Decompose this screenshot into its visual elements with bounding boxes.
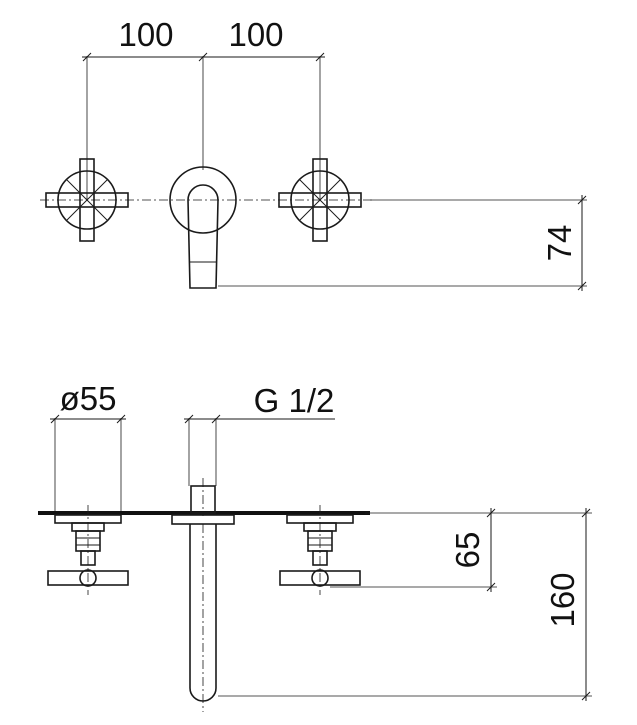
thread-dimension: G 1/2 — [184, 382, 335, 486]
dim-label-spout-depth: 160 — [544, 572, 581, 627]
side-view: ø55 G 1/2 — [38, 380, 592, 712]
front-view: 100 100 — [40, 16, 587, 291]
right-handle-side — [279, 505, 361, 595]
dim-label-rosette-diameter: ø55 — [60, 380, 117, 417]
spout-side — [171, 514, 235, 712]
dim-label-projection: 74 — [541, 225, 578, 262]
left-cross-handle — [45, 158, 129, 242]
spout-depth-dimension: 160 — [218, 508, 592, 701]
spout-connector — [190, 478, 216, 516]
dim-label-left-spacing: 100 — [118, 16, 173, 53]
dim-label-right-spacing: 100 — [228, 16, 283, 53]
projection-dimension: 74 — [218, 195, 587, 291]
handle-depth-dimension: 65 — [330, 508, 497, 592]
dim-label-handle-depth: 65 — [449, 532, 486, 569]
rosette-diameter-dimension: ø55 — [50, 380, 126, 512]
top-spacing-dimension: 100 100 — [82, 16, 325, 200]
spout-front — [169, 166, 237, 289]
left-handle-side — [47, 505, 129, 595]
right-cross-handle — [278, 158, 362, 242]
dim-label-thread: G 1/2 — [254, 382, 335, 419]
